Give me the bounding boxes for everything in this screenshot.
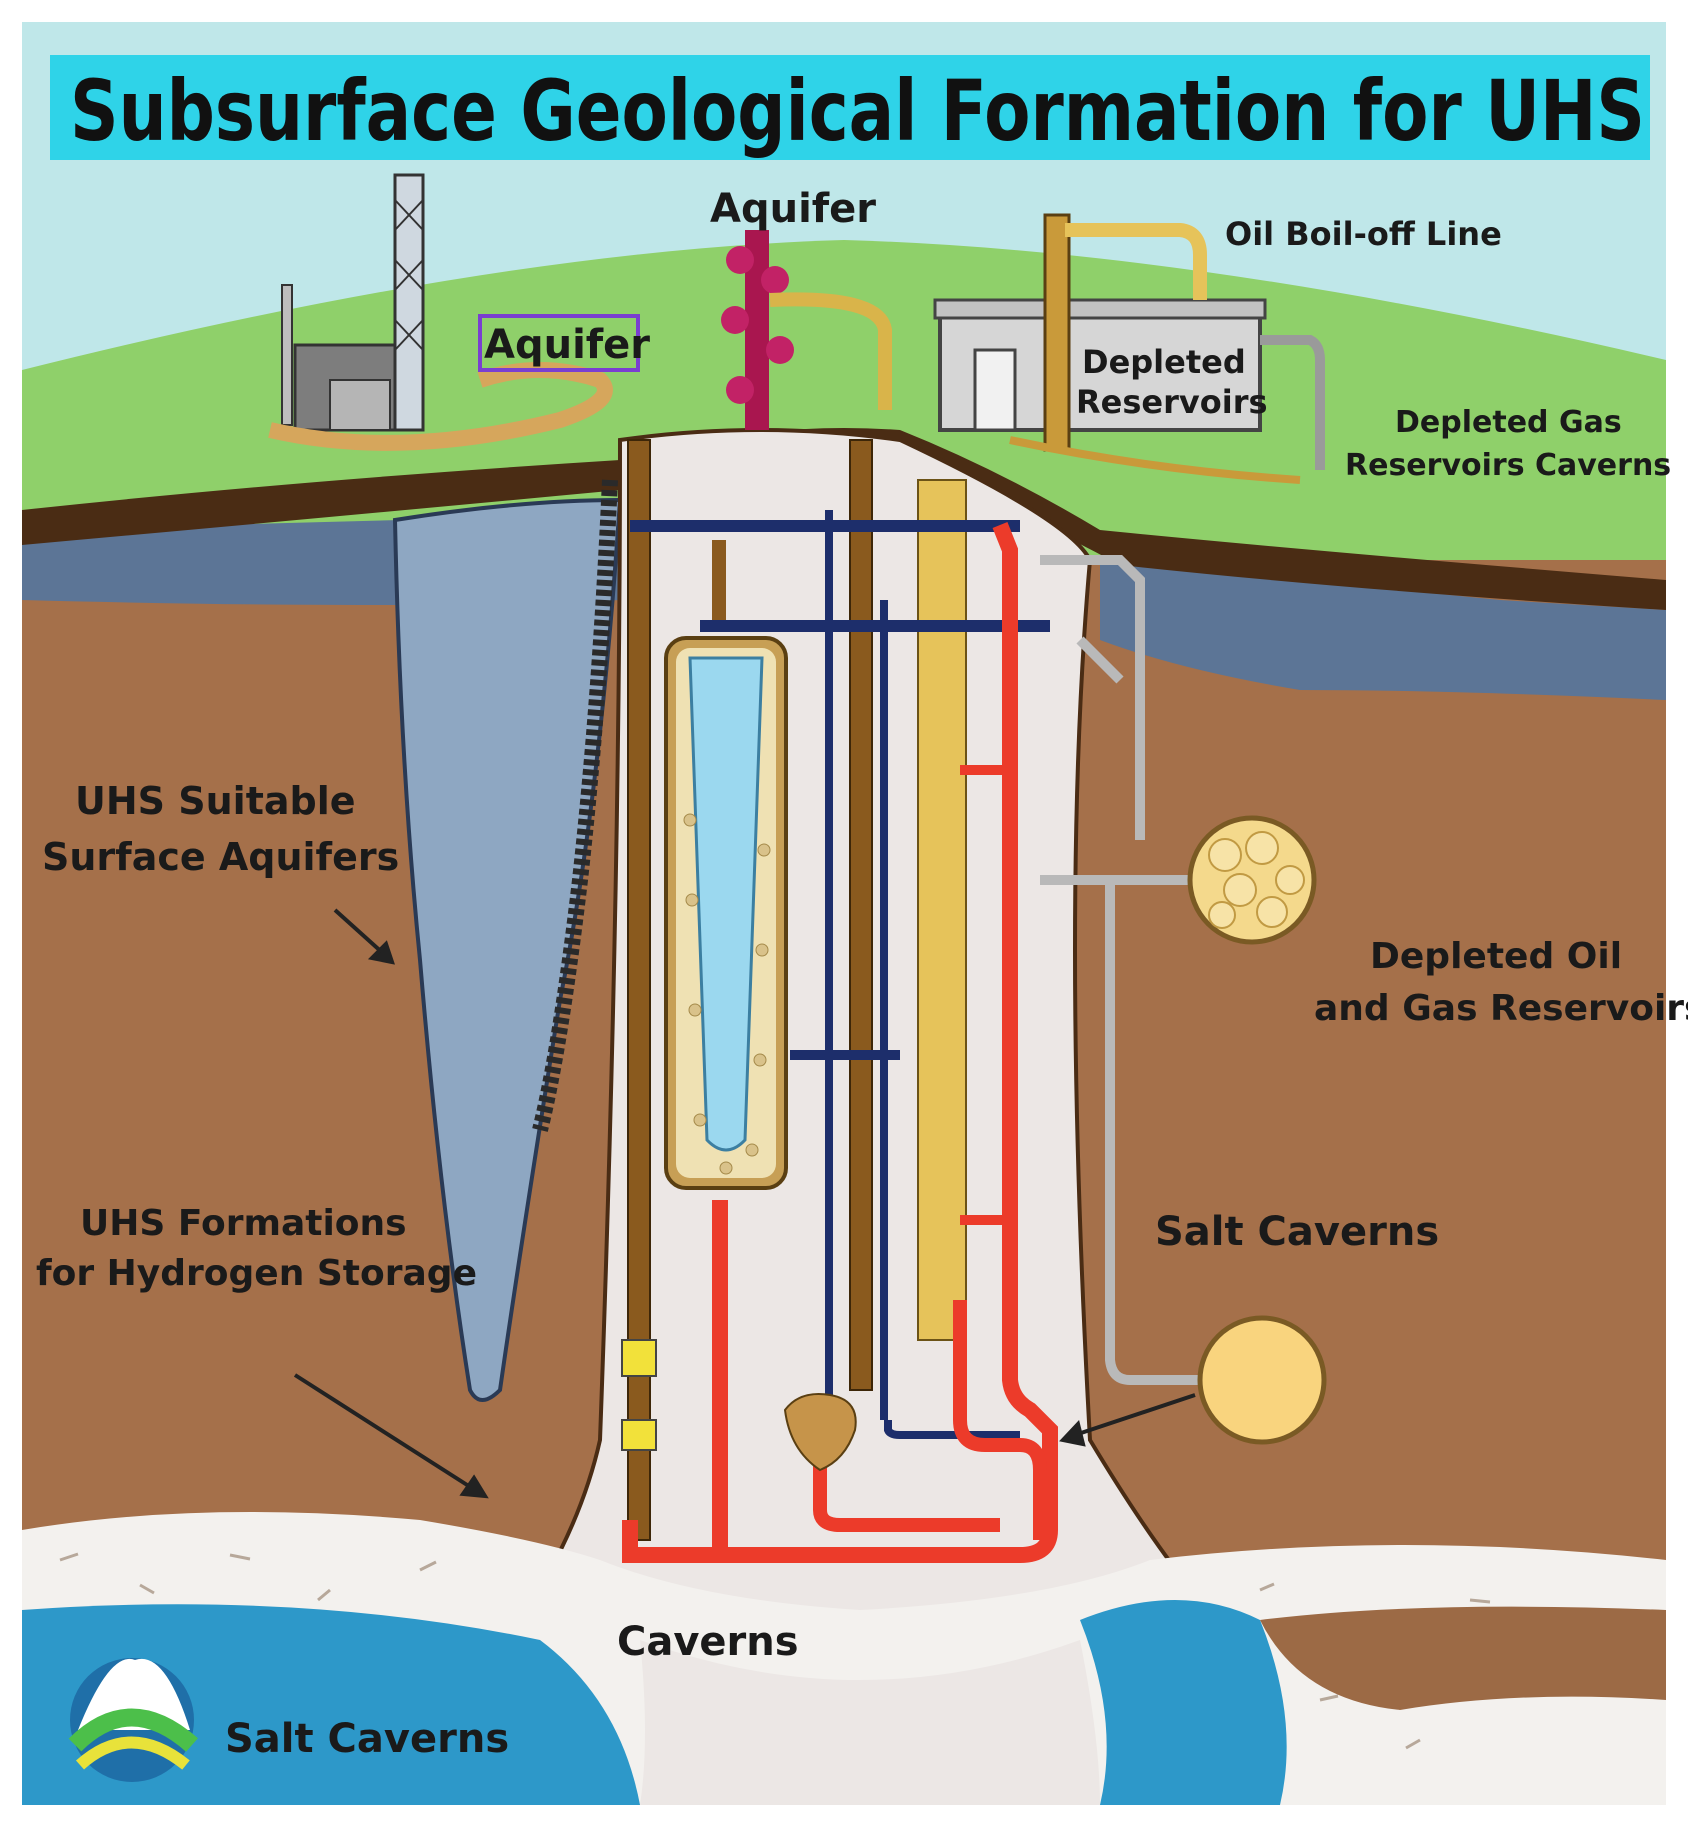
bead-chain: [532, 479, 618, 1132]
salt-cavern-floor: [640, 1640, 1100, 1805]
wellhead-tree: [721, 230, 892, 430]
title-band: [50, 55, 1650, 160]
depleted-gas-label-1: Depleted Gas: [1395, 405, 1622, 440]
depleted-reservoirs-building: [933, 213, 1325, 484]
caverns-bottom-label: Caverns: [617, 1619, 799, 1665]
salt-cavern-reservoir-disc: [1197, 1315, 1327, 1445]
soil-band: [22, 428, 1666, 610]
depleted-reservoirs-label-1: Depleted: [1082, 343, 1246, 381]
storage-vessel: [664, 636, 788, 1190]
page-title: Subsurface Geological Formation for UHS: [70, 62, 1645, 160]
upper-strata-right: [1100, 560, 1666, 700]
salt-caverns-right-label: Salt Caverns: [1155, 1209, 1439, 1255]
salt-caverns-bottom-label: Salt Caverns: [225, 1716, 509, 1762]
aquifer-top-label: Aquifer: [710, 186, 876, 232]
uhs-formations-label-2: for Hydrogen Storage: [36, 1253, 477, 1294]
aquifer-boxed-label: Aquifer: [484, 322, 650, 368]
uhs-suitable-label-2: Surface Aquifers: [42, 835, 399, 879]
depleted-oil-gas-reservoir-disc: [1187, 815, 1317, 945]
aquifer-highlight-box: [478, 314, 640, 372]
depleted-oil-label-1: Depleted Oil: [1370, 936, 1622, 977]
oil-boiloff-line-label: Oil Boil-off Line: [1225, 215, 1502, 253]
logo-icon: [68, 1658, 198, 1782]
depleted-oil-label-2: and Gas Reservoirs: [1314, 988, 1688, 1029]
depleted-gas-label-2: Reservoirs Caverns: [1345, 448, 1671, 483]
callout-arrows: [293, 908, 1196, 1499]
rock-lower-right: [1260, 1606, 1666, 1710]
salt-cavern-water-right: [1080, 1600, 1287, 1805]
depleted-reservoirs-label-2: Reservoirs: [1076, 383, 1268, 421]
uhs-suitable-label-1: UHS Suitable: [75, 779, 356, 823]
uhs-formations-label-1: UHS Formations: [80, 1203, 407, 1244]
central-pipework: [621, 439, 1200, 1563]
